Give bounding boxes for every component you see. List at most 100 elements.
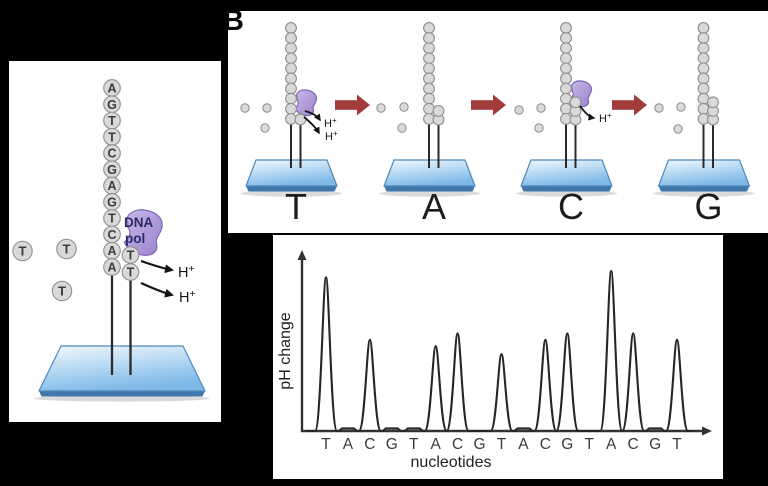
bead-letter: G (107, 195, 117, 209)
bead-letter: C (107, 228, 116, 242)
free-nucleotide-dot (676, 102, 686, 112)
bead-circle (697, 22, 710, 34)
bead-circle (697, 102, 710, 115)
sensor-chip (653, 159, 755, 197)
bead-circle (51, 280, 73, 302)
bead-letter: A (107, 179, 116, 193)
x-tick-label: A (606, 436, 617, 453)
free-nucleotide-dot (654, 103, 664, 113)
nucleotide-bead: T (56, 238, 77, 260)
y-axis-arrowhead (297, 250, 307, 260)
free-nucleotide-dot (260, 123, 270, 133)
nucleotide-bead: A (103, 176, 121, 195)
sequencing-stage-T: TH+H+ (240, 22, 342, 227)
step-arrow (612, 94, 647, 116)
x-tick-label: C (364, 436, 375, 453)
nucleotide-bead: C (103, 225, 121, 244)
step-arrow-head (357, 94, 370, 116)
bead (285, 22, 297, 34)
x-tick-label: T (585, 436, 595, 453)
x-tick-label: G (649, 436, 661, 453)
bead (294, 113, 307, 126)
bead-circle (285, 52, 297, 65)
bead-circle (103, 258, 121, 276)
bead (285, 82, 297, 95)
bead (697, 42, 710, 55)
bead (423, 72, 435, 85)
bead-circle (560, 42, 572, 55)
nucleotide-bead: A (103, 241, 121, 260)
chip-top-face (657, 159, 751, 187)
chip-shadow (516, 190, 617, 197)
step-arrow-head (634, 94, 647, 116)
x-tick-label: G (474, 436, 486, 453)
bead-circle (560, 82, 572, 95)
x-tick-label: T (497, 436, 507, 453)
bead-circle (560, 22, 572, 34)
nucleotide-bead: C (103, 144, 121, 162)
ph-trace (306, 269, 693, 433)
bead-letter: T (127, 249, 135, 263)
nucleotide-bead: T (12, 240, 33, 262)
chip-top-face (38, 345, 206, 392)
stage-label-C: C (558, 186, 584, 227)
chip-front-face (521, 186, 612, 192)
chip-front-face (246, 186, 337, 192)
bead-circle (294, 113, 307, 126)
nucleotide-bead: T (103, 209, 121, 228)
nucleotide-bead: T (103, 111, 121, 130)
bead-circle (697, 72, 710, 85)
bead (697, 72, 710, 85)
free-nucleotide-dot (673, 124, 683, 134)
bead-letter: A (107, 82, 116, 96)
bead-circle (121, 263, 140, 281)
bead-letter: T (63, 242, 71, 257)
free-nucleotide-dot (240, 103, 250, 113)
bead (560, 52, 572, 65)
bead (285, 102, 297, 115)
enzyme-label-dna: DNA (124, 215, 153, 230)
bead (697, 32, 710, 45)
bead-circle (560, 72, 572, 85)
bead-circle (697, 62, 710, 75)
bead-circle (697, 52, 710, 65)
proton-arrow (140, 259, 174, 274)
step-arrow (471, 94, 506, 116)
bead (697, 62, 710, 75)
nucleotide-bead: A (103, 258, 121, 276)
bead-circle (423, 42, 435, 55)
bead (423, 22, 435, 34)
bead (285, 32, 297, 45)
sensor-chip (516, 159, 617, 197)
bead (560, 102, 572, 115)
bead (560, 42, 572, 55)
sensor-chip (241, 159, 342, 197)
proton-arrow (579, 105, 596, 121)
bead-circle (285, 82, 297, 95)
bead (707, 96, 719, 109)
bead (423, 62, 435, 75)
bead (697, 52, 710, 65)
bead (560, 32, 572, 45)
bead (423, 92, 435, 105)
sequencing-stage-A: A (376, 22, 480, 227)
bead (423, 102, 435, 115)
bead-circle (285, 92, 297, 105)
enzyme-label-pol: pol (125, 231, 145, 246)
x-tick-label: T (672, 436, 682, 453)
bead-letter: G (107, 98, 117, 112)
proton-arrow (140, 281, 174, 298)
chip-top-face (245, 159, 338, 187)
bead-circle (423, 32, 435, 45)
step-arrow-head (493, 94, 506, 116)
proton-label: H+ (179, 289, 196, 306)
bead-circle (285, 102, 297, 115)
bead (423, 82, 435, 95)
bead-circle (56, 238, 77, 260)
step-arrow-shaft (335, 100, 357, 110)
nucleotide-bead: G (103, 193, 121, 211)
bead-letter: C (107, 147, 116, 161)
